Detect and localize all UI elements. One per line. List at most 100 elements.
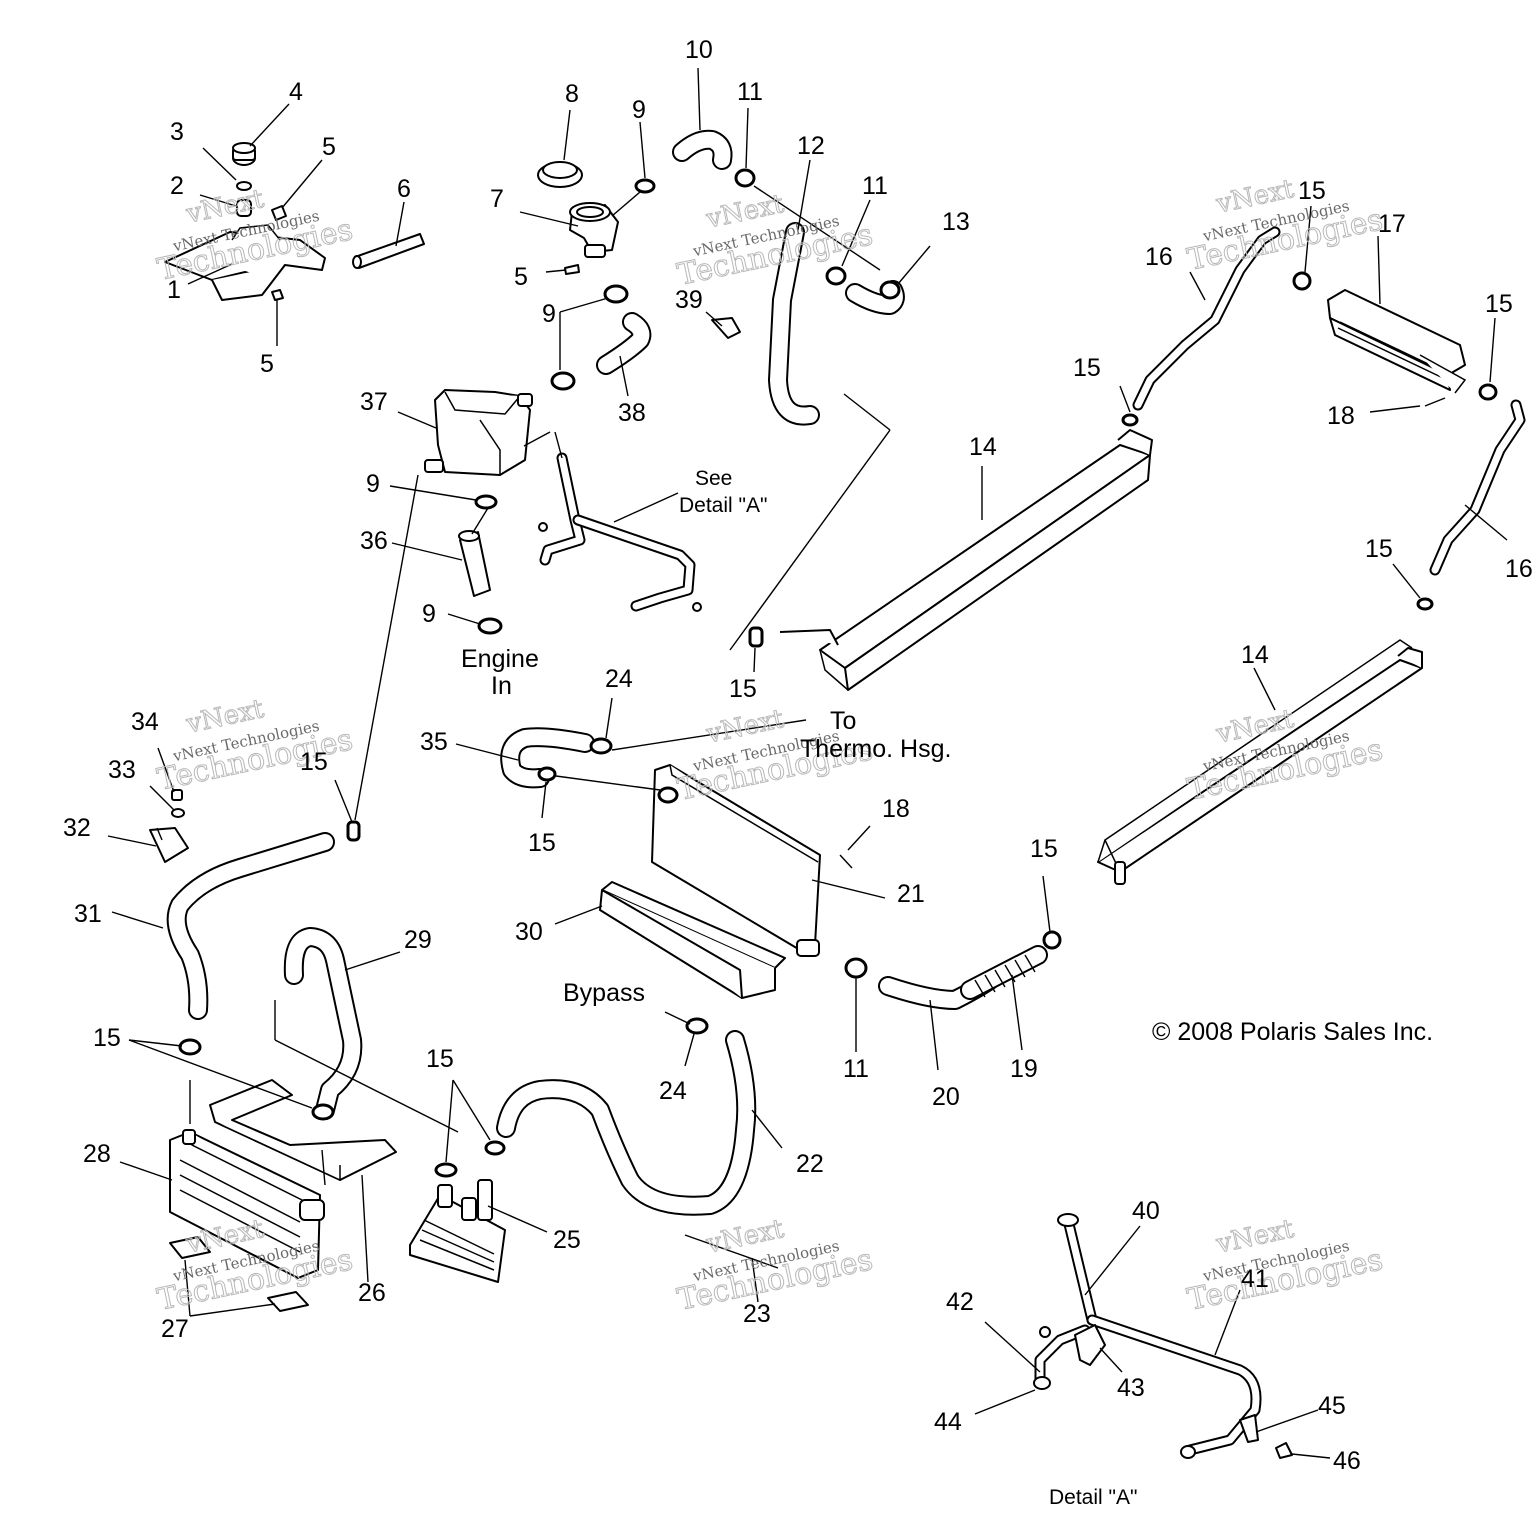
part-24-clamp-b — [685, 1017, 709, 1035]
detail-a-assembly — [1033, 1213, 1293, 1459]
callout-26: 26 — [358, 1279, 386, 1307]
see-detail-label-line1: See — [695, 467, 732, 490]
callout-13: 13 — [942, 208, 970, 236]
callout-9c: 9 — [366, 470, 380, 498]
engine-in-label-line1: Engine — [461, 645, 539, 673]
callout-25: 25 — [553, 1226, 581, 1254]
callout-24b: 24 — [659, 1077, 687, 1105]
part-15-clamp-e — [748, 626, 764, 648]
callout-18b: 18 — [882, 795, 910, 823]
part-2-neck — [236, 199, 252, 217]
part-15-clamp-g — [1042, 930, 1062, 950]
callout-18: 18 — [1327, 402, 1355, 430]
callout-43: 43 — [1117, 1374, 1145, 1402]
part-15-clamp-d — [1416, 597, 1434, 611]
callout-7: 7 — [490, 185, 504, 213]
callout-10: 10 — [685, 36, 713, 64]
part-27-pad-b — [267, 1291, 309, 1312]
callout-numbers: 1 2 3 4 5 5 5 6 7 8 9 9 9 9 10 11 11 11 … — [63, 36, 1533, 1475]
callout-11b: 11 — [862, 172, 888, 200]
part-4-cap — [232, 142, 256, 166]
part-27-pad-a — [169, 1236, 211, 1259]
watermark-7: vNext vNext Technologies Technologies — [154, 1213, 356, 1318]
part-3-gasket — [236, 181, 252, 191]
callout-15f: 15 — [528, 829, 556, 857]
callout-31: 31 — [74, 900, 102, 928]
part-9-clamp-c — [550, 371, 576, 391]
part-28-cooler — [169, 1038, 325, 1279]
callout-32: 32 — [63, 814, 91, 842]
part-11-clamp-b — [825, 266, 847, 286]
callout-15i: 15 — [426, 1045, 454, 1073]
callout-9: 9 — [632, 96, 646, 124]
part-18-pin-a — [1424, 397, 1446, 407]
callout-5: 5 — [322, 133, 336, 161]
callout-44: 44 — [934, 1408, 962, 1436]
see-detail-label-line2: Detail "A" — [679, 494, 767, 517]
callout-37: 37 — [360, 388, 388, 416]
callout-5b: 5 — [514, 263, 528, 291]
watermark-4: vNext vNext Technologies Technologies — [154, 693, 356, 798]
part-22-hose — [496, 1030, 757, 1216]
part-9-clamp-b — [603, 284, 629, 304]
callout-14b: 14 — [1241, 641, 1269, 669]
callout-30: 30 — [515, 918, 543, 946]
part-5-screw — [271, 205, 287, 221]
part-21-shield — [651, 764, 821, 957]
callout-17: 17 — [1378, 210, 1406, 238]
part-8-cap — [537, 161, 583, 188]
part-5-screw-c — [564, 264, 580, 275]
callout-39: 39 — [675, 286, 703, 314]
callout-46: 46 — [1333, 1447, 1361, 1475]
part-32-clip — [149, 827, 189, 863]
part-15-clamp-f — [537, 766, 557, 782]
part-9-clamp — [634, 178, 656, 194]
bypass-label: Bypass — [563, 979, 645, 1007]
callout-15c: 15 — [1073, 354, 1101, 382]
part-35-hose — [500, 727, 595, 789]
callout-20: 20 — [932, 1083, 960, 1111]
part-16-hose-a — [1132, 226, 1281, 411]
part-5-screw-b — [271, 289, 284, 301]
part-15-clamp-j — [434, 1162, 458, 1178]
part-25-filter-housing — [409, 1179, 506, 1283]
callout-3: 3 — [170, 118, 184, 146]
callout-15g: 15 — [1030, 835, 1058, 863]
callout-15d: 15 — [1365, 535, 1393, 563]
part-13-hose — [845, 280, 905, 315]
callout-9b: 9 — [542, 300, 556, 328]
part-36-hose — [458, 530, 491, 597]
callout-15b: 15 — [1485, 290, 1513, 318]
to-thermo-label-line1: To — [830, 707, 856, 735]
part-34-bolt — [171, 789, 183, 801]
part-15-clamp-h — [346, 820, 361, 842]
callout-22: 22 — [796, 1150, 824, 1178]
callout-42: 42 — [946, 1288, 974, 1316]
part-33-washer — [171, 808, 185, 818]
part-29-hose — [283, 927, 363, 1120]
callout-29: 29 — [404, 926, 432, 954]
watermark-3: vNext vNext Technologies Technologies — [1184, 173, 1386, 278]
callout-9d: 9 — [422, 600, 436, 628]
callout-15e: 15 — [729, 675, 757, 703]
part-19-corrugated-hose — [960, 945, 1048, 1000]
part-17-cooler — [1327, 289, 1467, 394]
callout-35: 35 — [420, 728, 448, 756]
callout-16: 16 — [1145, 243, 1173, 271]
callout-15: 15 — [1298, 177, 1326, 205]
callout-12: 12 — [797, 132, 825, 160]
part-7-thermostat-housing — [569, 202, 619, 258]
part-15-clamp-c — [1478, 383, 1498, 401]
part-9-clamp-e — [477, 617, 503, 635]
part-37-tank — [424, 389, 533, 476]
callout-27: 27 — [161, 1315, 189, 1343]
part-38-hose — [596, 312, 652, 375]
part-18-pin-b — [839, 854, 853, 869]
part-15-clamp-i — [311, 1103, 335, 1121]
part-6-tube — [352, 233, 425, 269]
part-30-bar — [599, 881, 786, 999]
part-14-plate-lower — [1097, 639, 1423, 885]
callout-14: 14 — [969, 433, 997, 461]
leader-lines — [107, 67, 1508, 1459]
callout-45: 45 — [1318, 1392, 1346, 1420]
